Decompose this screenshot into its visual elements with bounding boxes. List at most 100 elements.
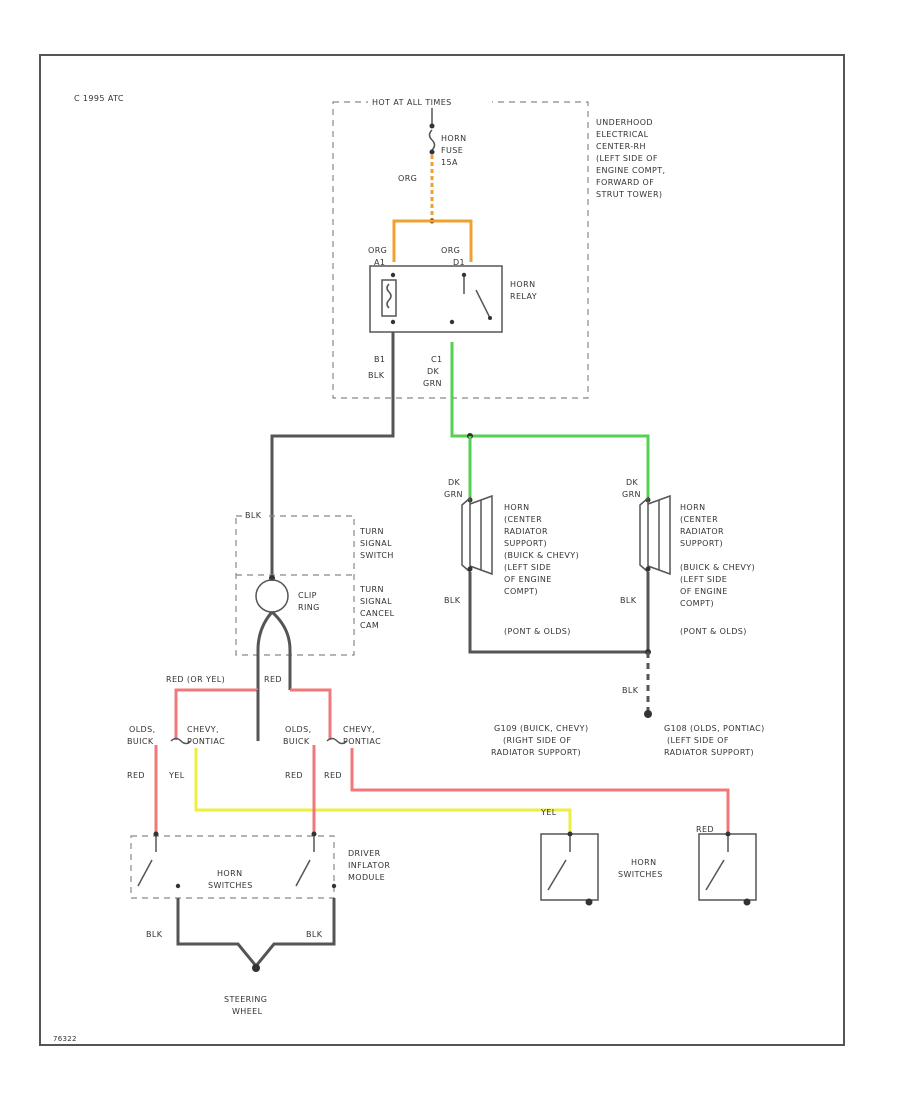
left-horn-wire: DK: [448, 478, 461, 487]
turn-signal-box: [235, 515, 355, 656]
relay-pin-b: B1: [374, 355, 385, 364]
inflator-module-line: DRIVER: [348, 849, 381, 858]
steering-wheel-line: STEERING: [224, 995, 267, 1004]
right-horn-wire: GRN: [622, 490, 641, 499]
red-wire-right: [290, 688, 332, 740]
horn-desc-line: (PONT & OLDS): [680, 627, 747, 636]
relay-wire-a: ORG: [368, 246, 387, 255]
horn-desc-line: HORN: [504, 503, 529, 512]
inflator-blk-left: BLK: [146, 930, 163, 939]
black-wire-horn-ground: [468, 572, 650, 654]
inflator-switch-left: [137, 831, 181, 889]
right-horn-ground-wire: BLK: [620, 596, 637, 605]
conn-chevy-pontiac-1: CHEVY,: [187, 725, 219, 734]
relay-pin-d: D1: [453, 258, 465, 267]
location-label: UNDERHOOD ELECTRICAL CENTER-RH (LEFT SID…: [596, 118, 665, 199]
inflator-blk-right: BLK: [306, 930, 323, 939]
horn-desc-line: (BUICK & CHEVY): [680, 563, 755, 572]
horn-desc-line: SUPPORT): [504, 539, 547, 548]
horn-desc-line: RADIATOR: [680, 527, 724, 536]
left-horn: [461, 494, 493, 576]
green-wire-relay: [450, 342, 650, 500]
horn-desc-line: (BUICK & CHEVY): [504, 551, 579, 560]
horn-desc-line: (LEFT SIDE: [680, 575, 727, 584]
location-line: UNDERHOOD: [596, 118, 653, 127]
horn-desc-line: RADIATOR: [504, 527, 548, 536]
black-wire-split-left: [256, 611, 274, 690]
right-switches-line: HORN: [631, 858, 656, 867]
conn-olds-buick-2: OLDS,: [285, 725, 312, 734]
conn-chevy-pontiac-2: CHEVY,: [343, 725, 375, 734]
orange-wire-relay: [392, 219, 473, 262]
ground-desc-line: RADIATOR SUPPORT): [664, 748, 754, 757]
right-horn-wire: DK: [626, 478, 639, 487]
turn-switch-line: TURN: [359, 527, 384, 536]
inflator-module-box: [130, 835, 335, 899]
ground-g108: G108 (OLDS, PONTIAC) (LEFT SIDE OF RADIA…: [664, 724, 764, 757]
conn-olds-buick-1: BUICK: [127, 737, 154, 746]
wire-red-1: RED: [127, 771, 145, 780]
wire-red-2: RED: [285, 771, 303, 780]
relay-wire-c: DK: [427, 367, 440, 376]
wire-yel-1: YEL: [168, 771, 185, 780]
horn-switch-right-2: [698, 831, 757, 906]
location-line: ELECTRICAL: [596, 130, 649, 139]
conn-chevy-pontiac-2: PONTIAC: [343, 737, 381, 746]
fuse-wire-label: ORG: [398, 174, 417, 183]
location-line: ENGINE COMPT,: [596, 166, 665, 175]
turn-switch-line: SWITCH: [360, 551, 394, 560]
steering-wheel-line: WHEEL: [232, 1007, 263, 1016]
relay-wire-d: ORG: [441, 246, 460, 255]
right-horn: [639, 494, 671, 576]
left-horn-wire: GRN: [444, 490, 463, 499]
inflator-switch-right: [295, 831, 337, 889]
location-line: CENTER-RH: [596, 142, 646, 151]
conn-olds-buick-1: OLDS,: [129, 725, 156, 734]
conn-chevy-pontiac-1: PONTIAC: [187, 737, 225, 746]
horn-desc-line: OF ENGINE: [680, 587, 728, 596]
footer-code: 76322: [53, 1035, 77, 1043]
horn-desc-line: COMPT): [680, 599, 714, 608]
black-wire-relay-to-turn-signal: [270, 332, 395, 578]
horn-desc-line: HORN: [680, 503, 705, 512]
clip-ring: [255, 579, 289, 613]
wire-yel-2: YEL: [540, 808, 557, 817]
horn-desc-line: (CENTER: [504, 515, 542, 524]
fuse-label-line: 15A: [441, 158, 458, 167]
relay-name-line: HORN: [510, 280, 535, 289]
horn-relay: [369, 265, 503, 333]
wire-red-or-yel: RED (OR YEL): [166, 675, 225, 684]
turn-signal-wire: BLK: [245, 511, 262, 520]
yellow-wire: [194, 748, 572, 832]
cancel-cam-line: TURN: [359, 585, 384, 594]
horn-desc-line: COMPT): [504, 587, 538, 596]
ground-g109: G109 (BUICK, CHEVY) (RIGHT SIDE OF RADIA…: [491, 724, 588, 757]
location-line: (LEFT SIDE OF: [596, 154, 658, 163]
black-wire-split-right: [270, 610, 292, 690]
relay-pin-a: A1: [374, 258, 385, 267]
location-line: FORWARD OF: [596, 178, 654, 187]
inflator-module-line: INFLATOR: [348, 861, 390, 870]
copyright: C 1995 ATC: [74, 94, 124, 103]
ground-desc-line: RADIATOR SUPPORT): [491, 748, 581, 757]
fuse-header: HOT AT ALL TIMES: [372, 98, 452, 107]
clip-ring-line: CLIP: [298, 591, 317, 600]
left-horn-ground-wire: BLK: [444, 596, 461, 605]
ground-wire-label: BLK: [622, 686, 639, 695]
turn-switch-line: SIGNAL: [360, 539, 392, 548]
steering-wheel-ground: [252, 964, 260, 972]
right-horn-desc: HORN (CENTER RADIATOR SUPPORT) (BUICK & …: [680, 503, 755, 636]
horn-desc-line: SUPPORT): [680, 539, 723, 548]
horn-desc-line: (CENTER: [680, 515, 718, 524]
wire-red-3: RED: [324, 771, 342, 780]
clip-ring-line: RING: [298, 603, 320, 612]
left-horn-desc: HORN (CENTER RADIATOR SUPPORT) (BUICK & …: [504, 503, 579, 636]
relay-pin-c: C1: [431, 355, 442, 364]
cancel-cam-line: CANCEL: [360, 609, 395, 618]
horn-desc-line: OF ENGINE: [504, 575, 552, 584]
cancel-cam-line: SIGNAL: [360, 597, 392, 606]
horn-desc-line: (PONT & OLDS): [504, 627, 571, 636]
horn-switch-right-1: [540, 831, 599, 906]
red-wire-3: [350, 748, 730, 832]
